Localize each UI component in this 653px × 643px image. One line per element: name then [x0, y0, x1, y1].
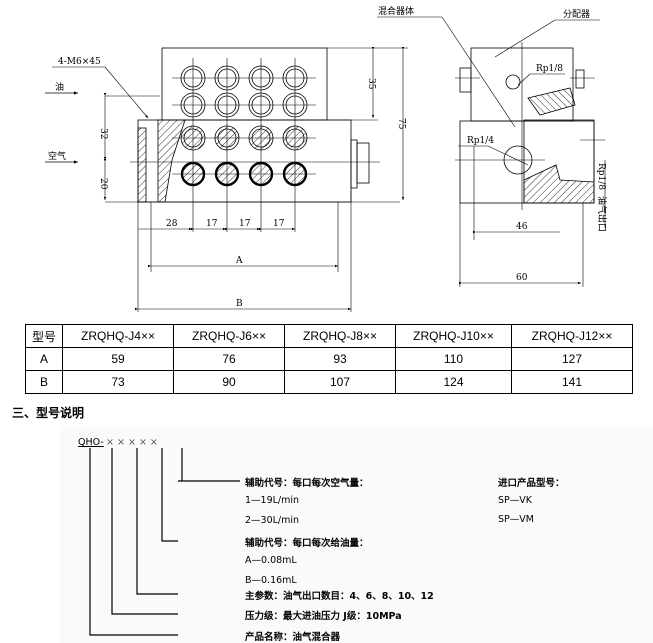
dimension-table: 型号 ZRQHQ-J4×× ZRQHQ-J6×× ZRQHQ-J8×× ZRQH… — [25, 324, 633, 394]
dim-46: 46 — [516, 222, 528, 232]
dim-17: 17 — [239, 219, 251, 229]
model-marks: × × × × × — [106, 437, 158, 448]
model-code-legend: QHO- × × × × × 辅助代号：每口每次空气量： 1—19L/min 2… — [60, 425, 653, 643]
side-view — [377, 16, 606, 287]
table-cell: 76 — [173, 347, 285, 371]
air-code-label: 辅助代号：每口每次空气量： — [245, 478, 369, 489]
table-header-cell: ZRQHQ-J8×× — [284, 324, 396, 348]
table-row: B 73 90 107 124 141 — [25, 370, 633, 394]
oil-code-option: A—0.08mL — [245, 555, 297, 566]
table-cell: A — [25, 347, 63, 371]
import-model: SP—VK — [498, 495, 532, 506]
oil-inlet-label: 油 — [55, 81, 64, 93]
distributor-label: 分配器 — [563, 9, 590, 20]
dim-20: 20 — [98, 178, 108, 190]
table-cell: 110 — [395, 347, 512, 371]
air-code-option: 1—19L/min — [245, 495, 300, 506]
port-rp18-label: Rp1/8 — [536, 64, 563, 74]
dim-17: 17 — [206, 219, 218, 229]
bolt-label: 4-M6×45 — [58, 57, 101, 67]
table-cell: 127 — [511, 347, 633, 371]
table-cell: 59 — [62, 347, 174, 371]
table-header-cell: ZRQHQ-J10×× — [395, 324, 512, 348]
dim-17: 17 — [273, 219, 285, 229]
dim-28: 28 — [166, 219, 178, 229]
dim-a: A — [235, 256, 243, 266]
table-header-cell: 型号 — [25, 324, 63, 348]
model-prefix: QHO- — [78, 437, 104, 448]
table-row: A 59 76 93 110 127 — [25, 347, 633, 371]
table-cell: 90 — [173, 370, 285, 394]
table-header-cell: ZRQHQ-J4×× — [62, 324, 174, 348]
import-model: SP—VM — [498, 514, 534, 525]
outlet-port-label: Rp1/8 — [596, 163, 606, 190]
section-title: 三、型号说明 — [12, 406, 85, 420]
dim-b: B — [236, 299, 243, 309]
table-cell: 93 — [284, 347, 396, 371]
import-models-title: 进口产品型号： — [498, 478, 565, 489]
mixer-body-label: 混合器体 — [378, 5, 414, 17]
oil-code-label: 辅助代号：每口每次给油量： — [245, 538, 369, 549]
product-name-label: 产品名称：油气混合器 — [245, 632, 341, 643]
oil-code-option: B—0.16mL — [245, 575, 297, 586]
table-header-cell: ZRQHQ-J12×× — [511, 324, 633, 348]
dim-32: 32 — [98, 128, 108, 139]
dim-35: 35 — [366, 78, 376, 90]
main-param-label: 主参数：油气出口数目：4、6、8、10、12 — [245, 591, 434, 602]
table-cell: 107 — [284, 370, 396, 394]
dim-60: 60 — [516, 273, 528, 283]
table-cell: 124 — [395, 370, 512, 394]
outlet-label: 油气出口 — [596, 196, 608, 232]
table-header-cell: ZRQHQ-J6×× — [173, 324, 285, 348]
technical-drawing: 4-M6×45 油 空气 32 20 35 75 28 17 17 17 A B — [45, 5, 608, 312]
pressure-class-label: 压力级：最大进油压力 J级：10MPa — [245, 611, 402, 622]
table-cell: B — [25, 370, 63, 394]
table-cell: 73 — [62, 370, 174, 394]
table-header-row: 型号 ZRQHQ-J4×× ZRQHQ-J6×× ZRQHQ-J8×× ZRQH… — [25, 324, 633, 348]
legend-connector-lines — [89, 448, 240, 636]
air-inlet-label: 空气 — [48, 150, 66, 162]
air-code-option: 2—30L/min — [245, 515, 300, 526]
port-rp14-label: Rp1/4 — [467, 136, 494, 146]
front-view — [45, 47, 408, 312]
table-cell: 141 — [511, 370, 633, 394]
dim-75: 75 — [396, 118, 406, 130]
